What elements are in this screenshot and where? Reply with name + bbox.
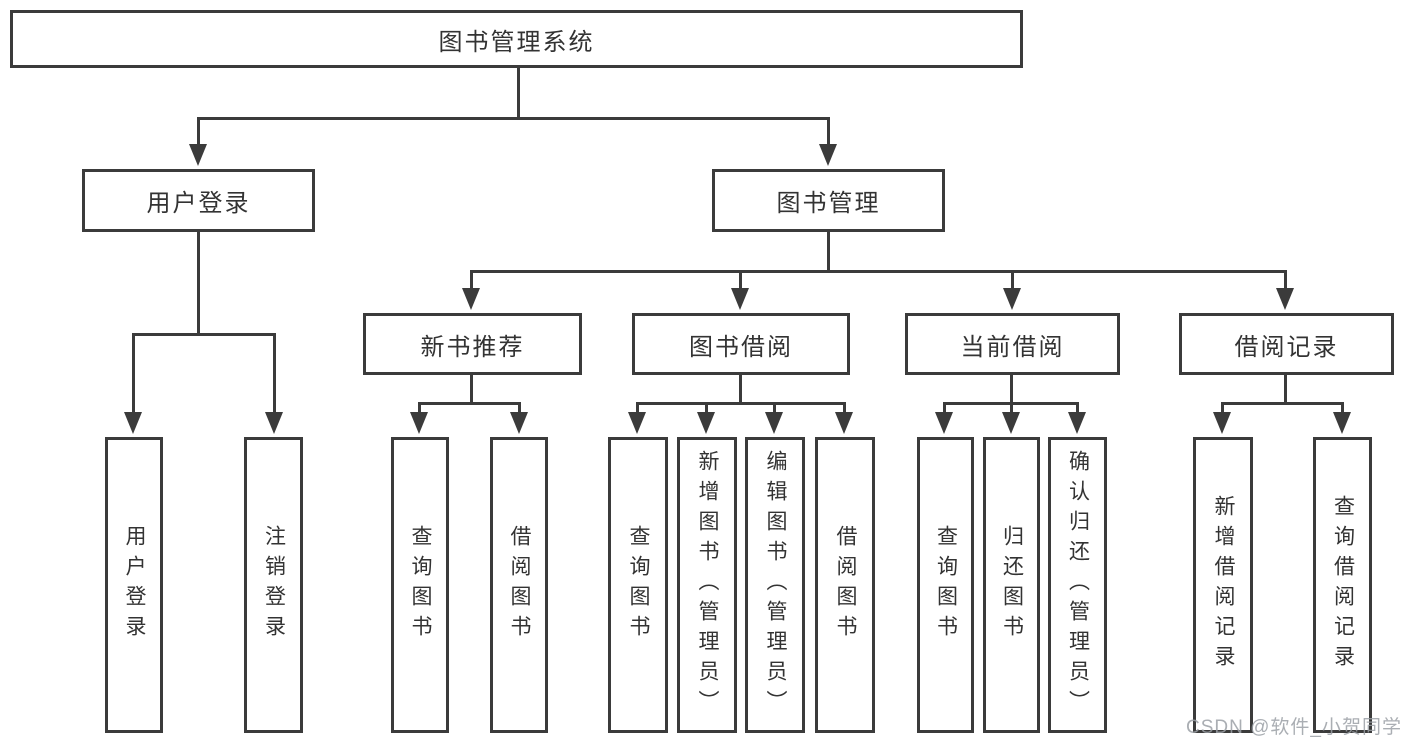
node-new-book-recommend: 新书推荐 (363, 313, 582, 375)
connector-line (739, 270, 742, 290)
leaf-logout: 注销登录 (244, 437, 303, 733)
node-user-login-branch: 用户登录 (82, 169, 315, 232)
node-borrow-records: 借阅记录 (1179, 313, 1394, 375)
leaf-user-login-label: 用户登录 (123, 525, 147, 645)
arrowhead-down-icon (124, 412, 142, 434)
connector-line (197, 117, 200, 146)
leaf-borrow-borrow: 借阅图书 (815, 437, 875, 733)
arrowhead-down-icon (1002, 412, 1020, 434)
arrowhead-down-icon (835, 412, 853, 434)
connector-line (1011, 270, 1014, 290)
leaf-current-confirm-admin-label: 确认归还（管理员） (1066, 450, 1090, 720)
leaf-borrow-query: 查询图书 (608, 437, 668, 733)
connector-line (827, 117, 830, 146)
leaf-record-query: 查询借阅记录 (1313, 437, 1372, 733)
connector-line (739, 375, 742, 405)
connector-line (517, 68, 520, 120)
arrowhead-down-icon (628, 412, 646, 434)
leaf-newbook-borrow: 借阅图书 (490, 437, 548, 733)
node-book-management-label: 图书管理 (776, 190, 881, 217)
arrowhead-down-icon (765, 412, 783, 434)
connector-line (470, 270, 473, 290)
leaf-borrow-edit-admin-label: 编辑图书（管理员） (764, 450, 788, 720)
connector-line (418, 402, 421, 414)
leaf-logout-label: 注销登录 (262, 525, 286, 645)
node-new-book-recommend-label: 新书推荐 (420, 333, 525, 361)
connector-line (705, 402, 708, 414)
node-book-management: 图书管理 (712, 169, 945, 232)
leaf-newbook-query: 查询图书 (391, 437, 449, 733)
leaf-borrow-query-label: 查询图书 (627, 525, 651, 645)
connector-line (1341, 402, 1344, 414)
csdn-watermark: CSDN @软件_小贺同学 (1186, 717, 1402, 738)
arrowhead-down-icon (1068, 412, 1086, 434)
connector-line (132, 333, 276, 336)
node-current-borrow: 当前借阅 (905, 313, 1120, 375)
arrowhead-down-icon (1003, 288, 1021, 310)
connector-line (273, 333, 276, 414)
arrowhead-down-icon (819, 144, 837, 166)
arrowhead-down-icon (697, 412, 715, 434)
leaf-borrow-edit-admin: 编辑图书（管理员） (745, 437, 805, 733)
leaf-current-query: 查询图书 (917, 437, 974, 733)
arrowhead-down-icon (1333, 412, 1351, 434)
leaf-borrow-add-admin: 新增图书（管理员） (677, 437, 737, 733)
connector-line (827, 232, 830, 273)
connector-line (773, 402, 776, 414)
leaf-newbook-query-label: 查询图书 (409, 525, 433, 645)
arrowhead-down-icon (462, 288, 480, 310)
connector-line (470, 270, 1287, 273)
arrowhead-down-icon (935, 412, 953, 434)
connector-line (843, 402, 846, 414)
connector-line (470, 375, 473, 405)
arrowhead-down-icon (1213, 412, 1231, 434)
node-book-borrow: 图书借阅 (632, 313, 850, 375)
connector-line (1284, 270, 1287, 290)
node-book-borrow-label: 图书借阅 (689, 333, 793, 361)
connector-line (1076, 402, 1079, 414)
arrowhead-down-icon (510, 412, 528, 434)
connector-line (943, 402, 946, 414)
node-user-login-branch-label: 用户登录 (146, 190, 251, 217)
leaf-current-return-label: 归还图书 (1000, 525, 1024, 645)
node-current-borrow-label: 当前借阅 (960, 333, 1065, 361)
leaf-current-confirm-admin: 确认归还（管理员） (1048, 437, 1107, 733)
leaf-newbook-borrow-label: 借阅图书 (508, 525, 532, 645)
connector-line (518, 402, 521, 414)
arrowhead-down-icon (731, 288, 749, 310)
node-borrow-records-label: 借阅记录 (1234, 333, 1339, 361)
connector-line (1221, 402, 1224, 414)
leaf-borrow-add-admin-label: 新增图书（管理员） (696, 450, 720, 720)
connector-line (1284, 375, 1287, 405)
connector-line (1010, 402, 1013, 414)
leaf-current-return: 归还图书 (983, 437, 1040, 733)
node-root-label: 图书管理系统 (438, 28, 595, 56)
node-root: 图书管理系统 (10, 10, 1023, 68)
connector-line (197, 117, 830, 120)
connector-line (636, 402, 846, 405)
leaf-record-query-label: 查询借阅记录 (1331, 495, 1355, 675)
connector-line (197, 232, 200, 336)
leaf-user-login: 用户登录 (105, 437, 163, 733)
connector-line (418, 402, 521, 405)
leaf-record-add-label: 新增借阅记录 (1212, 495, 1236, 675)
arrowhead-down-icon (265, 412, 283, 434)
leaf-current-query-label: 查询图书 (934, 525, 958, 645)
arrowhead-down-icon (189, 144, 207, 166)
arrowhead-down-icon (1276, 288, 1294, 310)
connector-line (636, 402, 639, 414)
connector-line (132, 333, 135, 414)
leaf-borrow-borrow-label: 借阅图书 (834, 525, 858, 645)
arrowhead-down-icon (410, 412, 428, 434)
connector-line (1010, 375, 1013, 405)
connector-line (1221, 402, 1344, 405)
leaf-record-add: 新增借阅记录 (1193, 437, 1253, 733)
